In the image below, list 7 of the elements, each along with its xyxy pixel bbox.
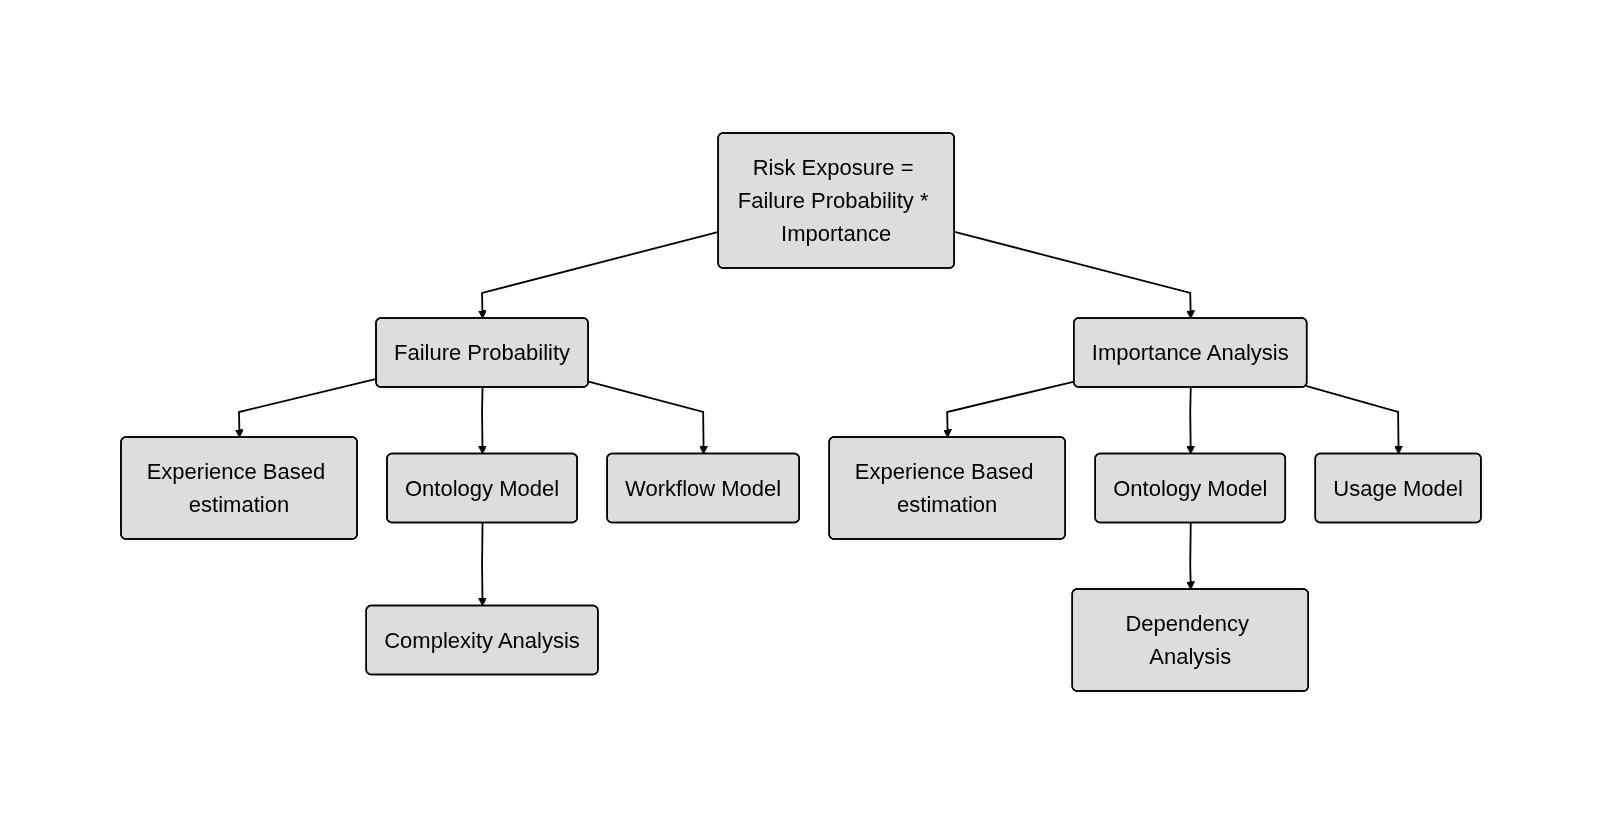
- arrow: [477, 386, 487, 455]
- arrow: [1304, 385, 1403, 455]
- arrow: [587, 380, 708, 455]
- arrow: [1185, 522, 1195, 590]
- arrow: [953, 230, 1195, 319]
- arrow: [477, 522, 487, 607]
- arrow: [1185, 386, 1195, 455]
